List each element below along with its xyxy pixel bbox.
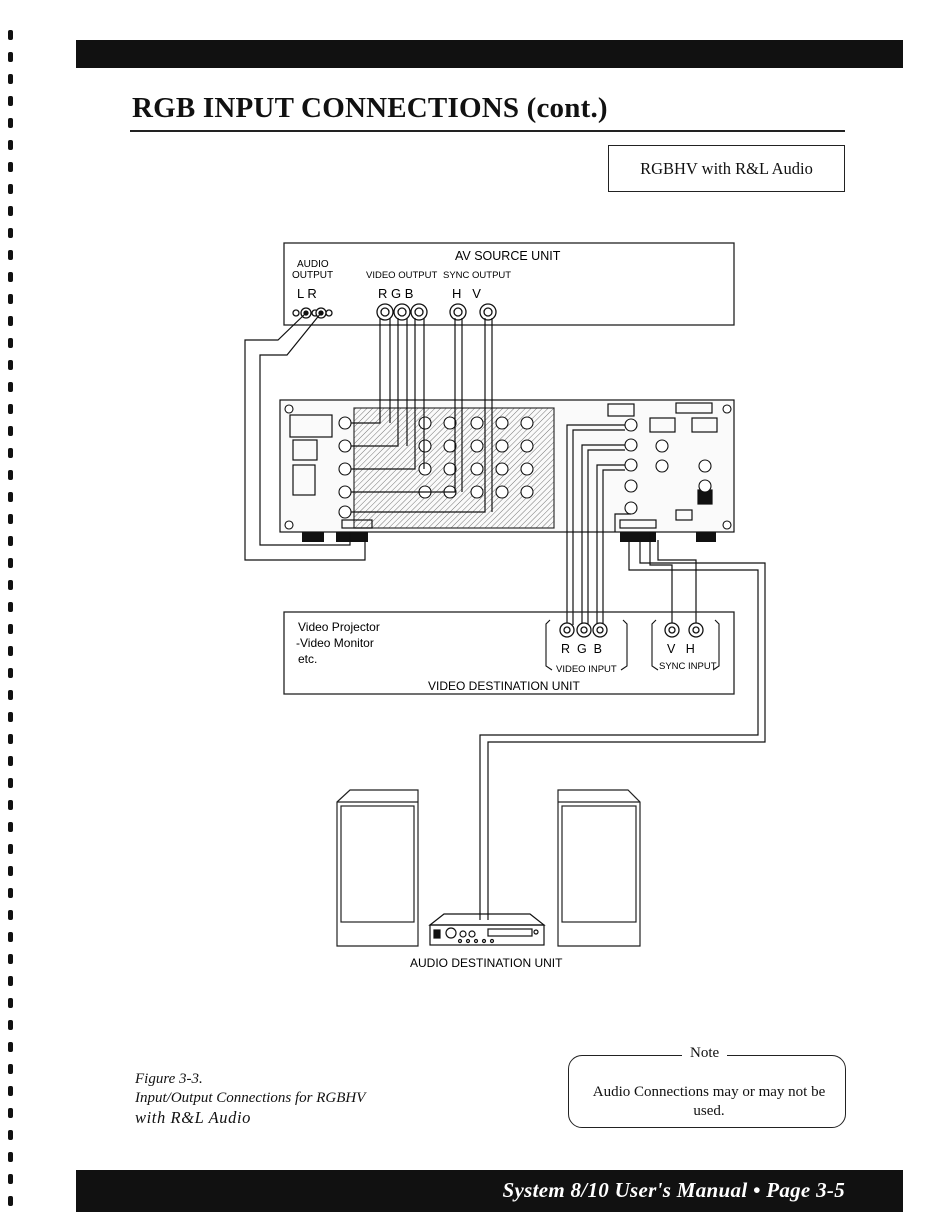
audio-receiver	[428, 913, 546, 946]
figure-caption: Figure 3-3. Input/Output Connections for…	[135, 1070, 365, 1127]
video-input-label: VIDEO INPUT	[556, 664, 617, 675]
header-bar	[76, 40, 903, 68]
av-source-unit-box	[283, 242, 735, 326]
audio-output-label-1: AUDIO	[297, 259, 329, 270]
binder-holes	[8, 30, 13, 1206]
destination-vh-letters: V H	[667, 642, 695, 656]
audio-output-label-2: OUTPUT	[292, 270, 333, 281]
rgb-destination-cables	[479, 424, 766, 920]
video-input-bracket	[545, 619, 628, 671]
projector-line-1: Video Projector	[298, 620, 380, 634]
projector-line-2: -Video Monitor	[296, 636, 374, 650]
hv-output-letters: H V	[452, 286, 481, 301]
sync-input-label: SYNC INPUT	[659, 661, 717, 672]
audio-cable	[244, 312, 366, 561]
title-rule	[130, 130, 845, 132]
audio-destination-unit-label: AUDIO DESTINATION UNIT	[410, 956, 563, 970]
footer-page-label: System 8/10 User's Manual • Page 3-5	[502, 1178, 845, 1202]
av-source-unit-label: AV SOURCE UNIT	[455, 249, 561, 263]
source-connectors	[292, 303, 497, 321]
caption-title: Input/Output Connections for RGBHV	[135, 1090, 366, 1106]
footer-bar: System 8/10 User's Manual • Page 3-5	[76, 1170, 903, 1212]
configuration-tag: RGBHV with R&L Audio	[608, 145, 845, 192]
rgb-output-letters: R G B	[378, 286, 413, 301]
projector-line-3: etc.	[298, 652, 317, 666]
destination-connectors	[559, 622, 704, 638]
caption-figure-number: Figure 3-3.	[135, 1071, 203, 1087]
right-speaker	[557, 789, 641, 947]
rgb-source-cables	[351, 318, 493, 513]
left-speaker	[336, 789, 419, 947]
panel-bnc-grid	[284, 404, 732, 530]
note-text: Audio Connections may or may not be used…	[592, 1084, 826, 1119]
video-destination-unit-label: VIDEO DESTINATION UNIT	[428, 679, 580, 693]
sync-input-bracket	[651, 619, 720, 671]
video-output-label: VIDEO OUTPUT	[366, 270, 437, 281]
destination-rgb-letters: R G B	[561, 642, 602, 656]
sync-output-label: SYNC OUTPUT	[443, 270, 511, 281]
video-destination-box	[283, 611, 735, 695]
note-title: Note	[682, 1045, 728, 1062]
caption-subtitle: with R&L Audio	[135, 1108, 251, 1127]
audio-lr-label: L R	[297, 286, 317, 301]
page-title: RGB INPUT CONNECTIONS (cont.)	[132, 92, 608, 124]
